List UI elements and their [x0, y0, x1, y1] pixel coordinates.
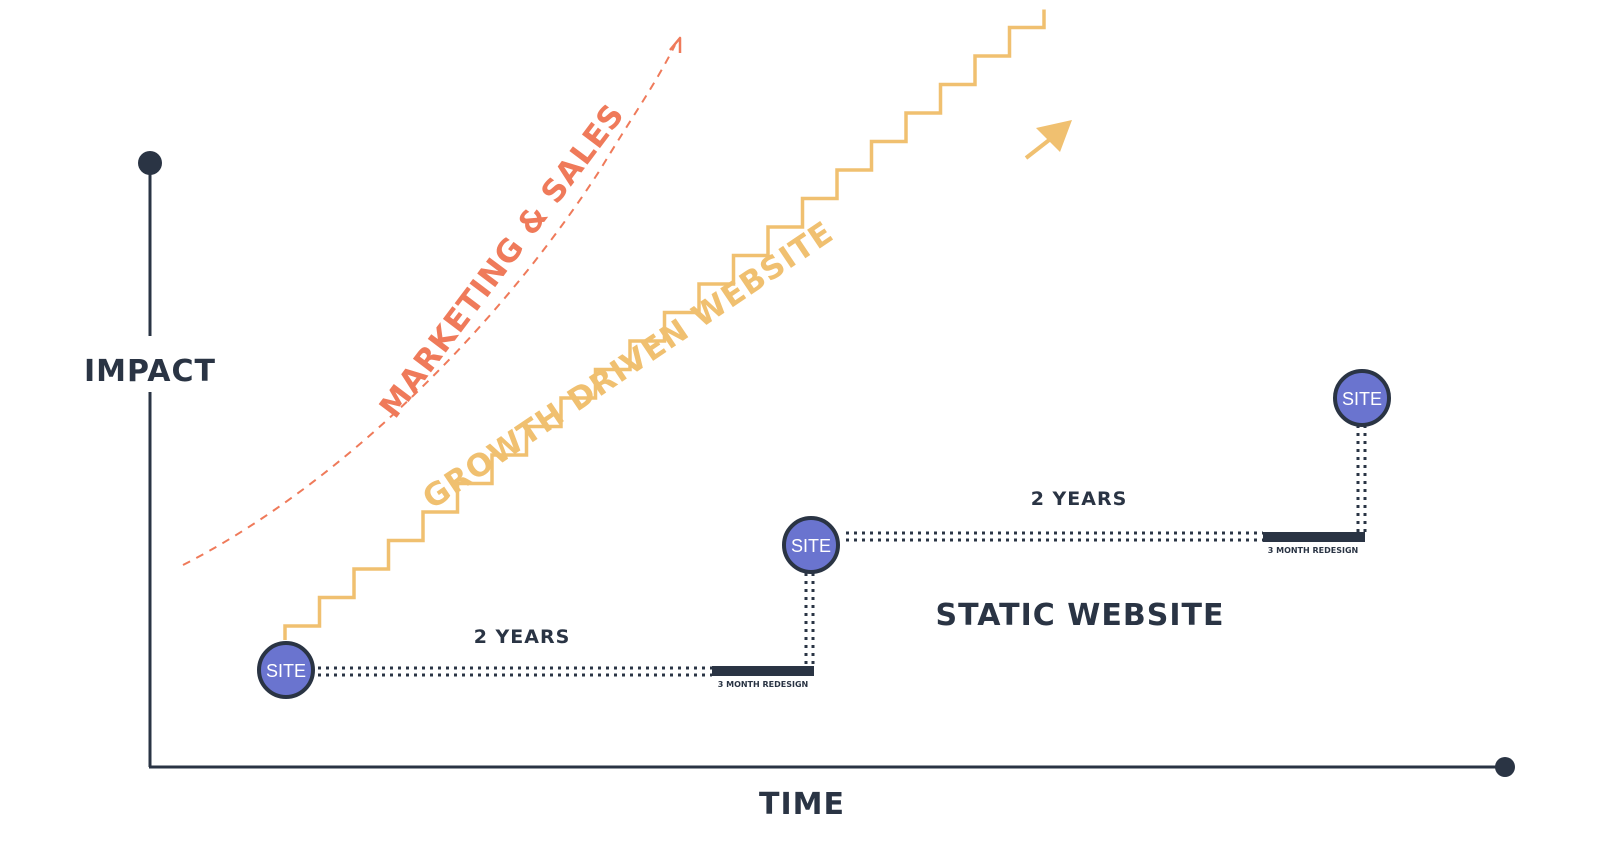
marketing-dashed-line — [182, 44, 676, 566]
growth-arrow-head — [1036, 120, 1072, 152]
static-website-label: STATIC WEBSITE — [936, 598, 1225, 633]
interval-2-duration-label: 2 YEARS — [1031, 488, 1128, 510]
site-node: SITE — [1333, 369, 1391, 427]
y-axis-end-dot — [138, 151, 162, 175]
interval-2-redesign-label: 3 MONTH REDESIGN — [1268, 546, 1358, 555]
interval-1-duration-label: 2 YEARS — [474, 626, 571, 648]
site-circle — [1333, 369, 1391, 427]
x-axis-end-dot — [1495, 757, 1515, 777]
interval-2-redesign-bar — [1263, 532, 1365, 542]
site-circle — [782, 516, 840, 574]
site-circle — [257, 641, 315, 699]
site-node: SITE — [782, 516, 840, 574]
axes: IMPACT TIME — [84, 151, 1515, 822]
site-label: SITE — [1342, 389, 1382, 409]
marketing-arrow-head — [669, 36, 682, 53]
growth-staircase-line — [283, 9, 1046, 640]
site-node: SITE — [257, 641, 315, 699]
interval-1-redesign-bar — [712, 666, 814, 676]
static-website-path: 3 MONTH REDESIGN 2 YEARS 3 MONTH REDESIG… — [318, 425, 1367, 689]
site-label: SITE — [791, 536, 831, 556]
growth-driven-curve: GROWTH DRIVEN WEBSITE — [283, 9, 1072, 640]
x-axis-label: TIME — [759, 787, 845, 822]
y-axis-label: IMPACT — [84, 354, 216, 389]
site-label: SITE — [266, 661, 306, 681]
interval-1-redesign-label: 3 MONTH REDESIGN — [718, 680, 808, 689]
